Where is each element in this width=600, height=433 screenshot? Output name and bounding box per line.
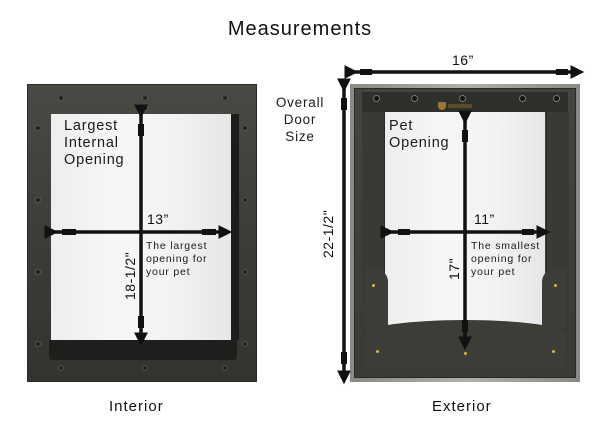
exterior-caption: Exterior [432,398,492,415]
exterior-width-label: 11” [474,211,495,227]
overall-width-label: 16” [452,52,474,68]
interior-caption: Interior [109,398,164,415]
interior-note: The largest opening for your pet [146,240,208,278]
overall-size-label: Overall Door Size [275,95,325,144]
exterior-heading: Pet Opening [389,118,450,151]
interior-width-label: 13” [147,211,169,227]
page-title: Measurements [227,18,373,40]
shield-logo-icon [438,102,446,110]
exterior-note: The smallest opening for your pet [471,240,541,278]
interior-heading: Largest Internal Opening [64,118,125,168]
